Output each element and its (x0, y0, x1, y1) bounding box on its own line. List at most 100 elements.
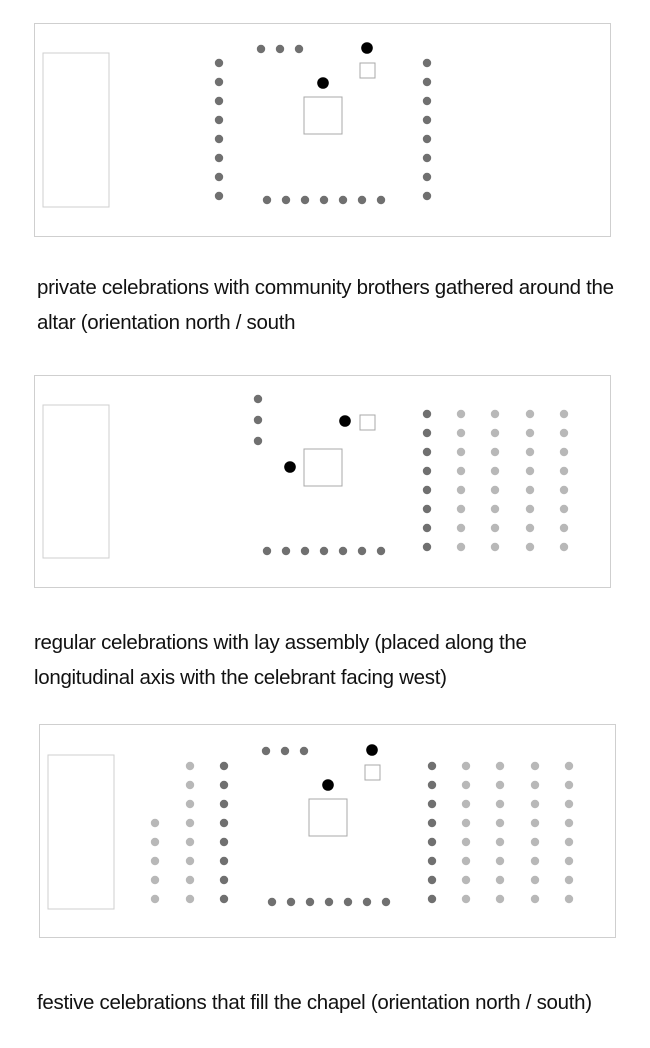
community-brother-seat (256, 44, 266, 54)
community-brother-seat (219, 875, 229, 885)
lay-assembly-seat (456, 409, 466, 419)
lay-assembly-seat (559, 447, 569, 457)
floor-plan-festive-celebrations (39, 724, 616, 938)
community-brother-seat (422, 485, 432, 495)
lay-assembly-seat (456, 504, 466, 514)
community-brother-seat (286, 897, 296, 907)
celebrant (366, 744, 378, 756)
community-brother-seat (422, 77, 432, 87)
lay-assembly-seat (495, 875, 505, 885)
lay-assembly-seat (461, 894, 471, 904)
community-brother-seat (281, 195, 291, 205)
lay-assembly-seat (525, 485, 535, 495)
lay-assembly-seat (456, 485, 466, 495)
lay-assembly-seat (559, 542, 569, 552)
community-brother-seat (427, 761, 437, 771)
community-brother-seat (422, 523, 432, 533)
lay-assembly-seat (530, 894, 540, 904)
community-brother-seat (219, 818, 229, 828)
lay-assembly-seat (530, 780, 540, 790)
ambo (364, 764, 381, 781)
lay-assembly-seat (530, 818, 540, 828)
community-brother-seat (214, 77, 224, 87)
lay-assembly-seat (490, 428, 500, 438)
community-brother-seat (253, 415, 263, 425)
celebrant (284, 461, 296, 473)
community-brother-seat (422, 153, 432, 163)
celebrant (322, 779, 334, 791)
entrance-area (42, 52, 110, 208)
lay-assembly-seat (150, 894, 160, 904)
community-brother-seat (219, 761, 229, 771)
lay-assembly-seat (530, 837, 540, 847)
community-brother-seat (253, 436, 263, 446)
community-brother-seat (343, 897, 353, 907)
entrance-area (42, 404, 110, 559)
community-brother-seat (214, 191, 224, 201)
community-brother-seat (338, 546, 348, 556)
community-brother-seat (427, 875, 437, 885)
community-brother-seat (319, 195, 329, 205)
community-brother-seat (300, 195, 310, 205)
lay-assembly-seat (559, 428, 569, 438)
community-brother-seat (294, 44, 304, 54)
lay-assembly-seat (530, 875, 540, 885)
caption-festive-celebrations: festive celebrations that fill the chape… (37, 991, 592, 1014)
community-brother-seat (219, 837, 229, 847)
community-brother-seat (427, 856, 437, 866)
lay-assembly-seat (461, 780, 471, 790)
community-brother-seat (427, 799, 437, 809)
community-brother-seat (281, 546, 291, 556)
lay-assembly-seat (495, 818, 505, 828)
ambo (359, 62, 376, 79)
community-brother-seat (422, 115, 432, 125)
celebrant (339, 415, 351, 427)
lay-assembly-seat (456, 428, 466, 438)
lay-assembly-seat (456, 523, 466, 533)
lay-assembly-seat (564, 894, 574, 904)
lay-assembly-seat (150, 875, 160, 885)
lay-assembly-seat (495, 780, 505, 790)
celebrant (361, 42, 373, 54)
community-brother-seat (280, 746, 290, 756)
community-brother-seat (214, 58, 224, 68)
lay-assembly-seat (525, 466, 535, 476)
lay-assembly-seat (530, 856, 540, 866)
plan-drawing-regular (42, 394, 569, 559)
community-brother-seat (275, 44, 285, 54)
lay-assembly-seat (456, 542, 466, 552)
lay-assembly-seat (185, 856, 195, 866)
community-brother-seat (214, 153, 224, 163)
lay-assembly-seat (564, 875, 574, 885)
community-brother-seat (338, 195, 348, 205)
lay-assembly-seat (490, 447, 500, 457)
lay-assembly-seat (185, 894, 195, 904)
community-brother-seat (219, 780, 229, 790)
altar (303, 448, 343, 487)
community-brother-seat (422, 409, 432, 419)
lay-assembly-seat (525, 428, 535, 438)
lay-assembly-seat (495, 799, 505, 809)
community-brother-seat (214, 115, 224, 125)
community-brother-seat (422, 428, 432, 438)
community-brother-seat (219, 799, 229, 809)
community-brother-seat (422, 542, 432, 552)
lay-assembly-seat (495, 837, 505, 847)
lay-assembly-seat (564, 761, 574, 771)
lay-assembly-seat (461, 799, 471, 809)
community-brother-seat (422, 96, 432, 106)
community-brother-seat (422, 191, 432, 201)
community-brother-seat (299, 746, 309, 756)
floor-plan-private-celebrations (34, 23, 611, 237)
lay-assembly-seat (564, 837, 574, 847)
lay-assembly-seat (461, 856, 471, 866)
community-brother-seat (219, 894, 229, 904)
lay-assembly-seat (185, 780, 195, 790)
lay-assembly-seat (525, 409, 535, 419)
community-brother-seat (422, 134, 432, 144)
lay-assembly-seat (559, 523, 569, 533)
lay-assembly-seat (490, 485, 500, 495)
community-brother-seat (214, 172, 224, 182)
lay-assembly-seat (490, 504, 500, 514)
caption-private-celebrations: private celebrations with community brot… (37, 276, 614, 334)
